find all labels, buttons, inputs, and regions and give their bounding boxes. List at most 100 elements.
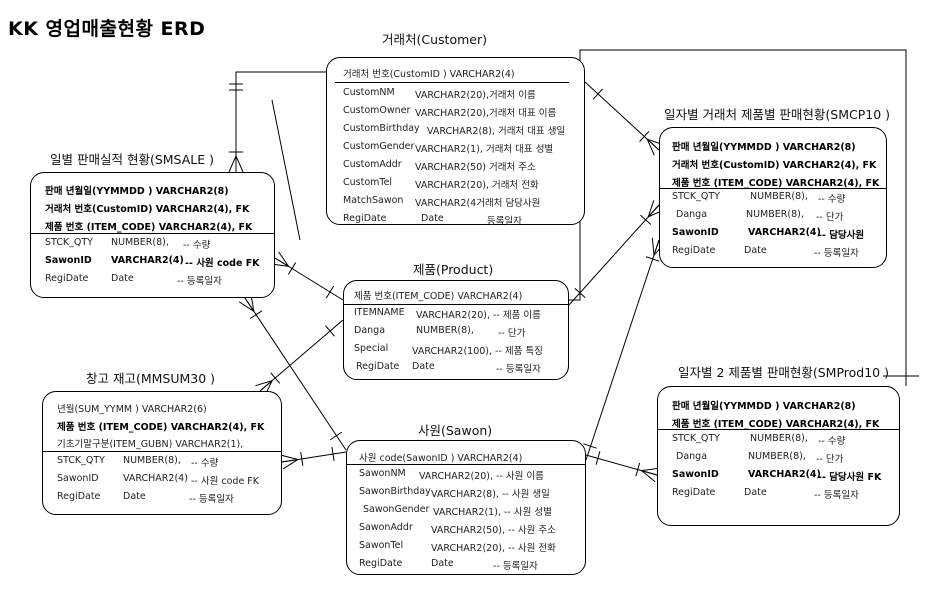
attr-type: NUMBER(8),: [750, 433, 808, 444]
attr-comment: -- 수량: [183, 240, 211, 251]
many-marker: [255, 380, 273, 387]
entity-customer[interactable]: 거래처 번호(CustomID ) VARCHAR2(4) CustomNM V…: [326, 57, 585, 227]
entity-label-smsale: 일별 판매실적 현황(SMSALE ): [50, 152, 214, 167]
key-row: 판매 년월일(YYMMDD ) VARCHAR2(8): [672, 142, 856, 153]
key-row: 제품 번호 (ITEM_CODE) VARCHAR2(4), FK: [45, 222, 253, 233]
attr-row: Special: [354, 343, 389, 354]
many-marker: [641, 470, 658, 476]
attr-comment: -- 담당사원: [818, 230, 865, 241]
attr-row: CustomAddr: [343, 159, 402, 170]
entity-sawon[interactable]: 사원 code(SawonID ) VARCHAR2(4) SawonNM VA…: [346, 440, 586, 575]
entity-label-mmsum30: 창고 재고(MMSUM30 ): [86, 371, 216, 386]
one-marker: [645, 256, 660, 262]
attr-row: CustomBirthday: [343, 123, 420, 134]
many-marker: [646, 138, 660, 151]
entity-divider: [43, 451, 281, 452]
attr-row: CustomGender: [343, 141, 415, 152]
attr-type: VARCHAR2(20), -- 사원 전화: [431, 543, 556, 554]
rel-customer-smsale-2: [271, 99, 301, 241]
one-marker: [635, 462, 641, 477]
many-marker: [653, 239, 660, 256]
key-row: 제품 번호(ITEM_CODE) VARCHAR2(4): [354, 291, 523, 302]
attr-comment: -- 등록일자: [814, 490, 859, 501]
attr-row: SawonAddr: [359, 522, 413, 533]
attr-type: VARCHAR2(20),거래처 이름: [415, 90, 536, 101]
attr-row: RegiDate: [672, 487, 716, 498]
many-marker: [259, 380, 273, 392]
attr-type: Date: [431, 558, 454, 569]
attr-type: VARCHAR2(50) 거래처 주소: [415, 162, 536, 173]
many-marker: [647, 200, 655, 218]
entity-divider: [660, 188, 886, 189]
attr-comment: -- 등록일자: [814, 248, 859, 259]
one-marker: [331, 447, 335, 461]
attr-row: RegiDate: [45, 273, 89, 284]
attr-type: VARCHAR2(1), 거래처 대표 성별: [415, 144, 554, 155]
attr-type: VARCHAR2(4): [748, 227, 821, 238]
key-row: 판매 년월일(YYMMDD ) VARCHAR2(8): [672, 401, 856, 412]
attr-row: MatchSawon: [343, 195, 404, 206]
attr-comment: -- 수량: [191, 458, 219, 469]
many-marker: [235, 155, 244, 173]
many-marker: [244, 297, 255, 312]
entity-label-sawon: 사원(Sawon): [418, 423, 493, 438]
many-marker: [238, 301, 255, 312]
attr-row: SawonNM: [359, 468, 406, 479]
attr-comment: -- 등록일자: [496, 364, 541, 375]
many-marker: [646, 138, 655, 156]
attr-type: Date: [123, 491, 146, 502]
one-marker: [640, 214, 652, 225]
attr-row: SawonID: [672, 469, 719, 480]
attr-type: Date: [111, 273, 134, 284]
attr-row: STCK_QTY: [672, 191, 720, 202]
attr-type: VARCHAR2(4거래처 담당사원: [415, 198, 541, 209]
one-marker: [595, 451, 601, 465]
attr-type: VARCHAR2(100), -- 제품 특징: [412, 346, 543, 357]
one-marker: [300, 451, 304, 466]
key-row: 거래처 번호(CustomID ) VARCHAR2(4): [343, 69, 515, 80]
entity-divider: [344, 304, 568, 305]
attr-row: RegiDate: [57, 491, 101, 502]
attr-row: RegiDate: [356, 361, 400, 372]
attr-row: Danga: [676, 451, 708, 462]
attr-row: CustomOwner: [343, 105, 411, 116]
attr-comment: 등록일자: [487, 216, 522, 227]
key-row: 사원 code(SawonID ) VARCHAR2(4): [359, 453, 523, 464]
attr-row: SawonTel: [359, 540, 404, 551]
entity-product[interactable]: 제품 번호(ITEM_CODE) VARCHAR2(4) ITEMNAME VA…: [343, 280, 569, 380]
attr-row: STCK_QTY: [672, 433, 720, 444]
one-marker: [583, 443, 597, 449]
attr-type: Date: [744, 487, 767, 498]
key-row: 년월(SUM_YYMM ) VARCHAR2(6): [57, 404, 207, 415]
attr-type: VARCHAR2(20),거래처 대표 이름: [415, 108, 557, 119]
attr-type: NUMBER(8),: [111, 237, 169, 248]
attr-row: RegiDate: [343, 213, 387, 224]
attr-type: VARCHAR2(50), -- 사원 주소: [431, 525, 556, 536]
many-marker: [282, 459, 299, 470]
attr-type: NUMBER(8),: [123, 455, 181, 466]
attr-type: NUMBER(8),: [416, 325, 474, 336]
attr-comment: -- 단가: [498, 328, 526, 339]
key-row: 기초기말구분(ITEM_GUBN) VARCHAR2(1),: [57, 439, 244, 450]
many-marker: [228, 155, 237, 173]
entity-smprod10[interactable]: 판매 년월일(YYMMDD ) VARCHAR2(8) 제품 번호 (ITEM_…: [657, 386, 900, 526]
entity-smsale[interactable]: 판매 년월일(YYMMDD ) VARCHAR2(8) 거래처 번호(Custo…: [30, 172, 275, 298]
many-marker: [281, 459, 298, 463]
one-marker: [287, 262, 297, 275]
attr-row: STCK_QTY: [57, 455, 105, 466]
one-marker: [325, 325, 335, 337]
entity-divider: [335, 82, 569, 83]
one-marker: [329, 431, 343, 441]
attr-row: RegiDate: [359, 558, 403, 569]
entity-smcp10[interactable]: 판매 년월일(YYMMDD ) VARCHAR2(8) 거래처 번호(Custo…: [659, 127, 887, 268]
attr-row: SawonGender: [363, 504, 430, 515]
entity-mmsum30[interactable]: 년월(SUM_YYMM ) VARCHAR2(6) 제품 번호 (ITEM_CO…: [42, 391, 282, 515]
attr-type: NUMBER(8),: [746, 209, 804, 220]
attr-type: VARCHAR2(20), -- 제품 이름: [416, 310, 541, 321]
entity-label-product: 제품(Product): [413, 262, 494, 277]
attr-row: Danga: [354, 325, 386, 336]
many-marker: [641, 470, 656, 483]
many-marker: [278, 251, 290, 267]
one-marker: [325, 285, 335, 299]
